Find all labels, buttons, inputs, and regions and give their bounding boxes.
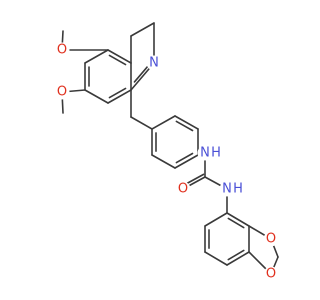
nitrogen-urea-left: N (197, 145, 213, 161)
hydrogen-urea-left: H (211, 146, 221, 161)
oxygen-dioxole-top: O (263, 231, 279, 247)
hydrogen-urea-right: H (233, 182, 243, 197)
bond-ph-5-second (175, 120, 194, 132)
bond-ar-4-second (108, 87, 127, 99)
oxygen-dioxole-bottom-text: O (266, 267, 276, 282)
bond-bd-3 (204, 251, 228, 266)
bond-ar-1 (84, 49, 109, 64)
bond-ph-2 (151, 154, 176, 169)
bond-bd-4-second (227, 249, 245, 261)
molecule-structure: O O N N O N O O H H (54, 22, 279, 282)
nitrogen-ring-backdrop (146, 55, 162, 71)
oxygen-dioxole-bottom-backdrop (263, 266, 279, 282)
oxygen-dioxole-top-text: O (266, 232, 276, 247)
oxygen-methoxy-top-text: O (57, 43, 67, 58)
nitrogen-urea-right-backdrop (219, 181, 235, 197)
bond-bd-1 (204, 212, 228, 227)
nitrogen-urea-right-text: N (222, 182, 232, 197)
oxygen-dioxole-top-backdrop (263, 231, 279, 247)
bond-bd-4 (226, 251, 250, 266)
bond-ph-5 (174, 115, 199, 130)
nitrogen-ring: N (146, 55, 162, 71)
oxygen-dioxole-bottom: O (263, 266, 279, 282)
bond-bd-6-second (227, 217, 245, 229)
bond-bd-6 (226, 212, 250, 227)
bond-ar-6 (107, 49, 132, 64)
oxygen-methoxy-bottom-text: O (57, 85, 67, 100)
bond-ch2-b (130, 116, 153, 130)
nitrogen-urea-left-text: N (200, 146, 210, 161)
oxygen-methoxy-bottom-backdrop (54, 84, 70, 100)
bond-ar-6-second (108, 54, 127, 66)
bond-ph-6 (151, 115, 176, 130)
nitrogen-ring-text: N (149, 56, 159, 71)
bond-layer (61, 22, 279, 275)
oxygen-methoxy-top: O (54, 42, 70, 58)
bond-ph-3-second (175, 152, 194, 164)
bond-ph-3 (174, 154, 199, 169)
nitrogen-urea-left-backdrop (197, 145, 213, 161)
oxygen-carbonyl: O (175, 181, 191, 197)
nitrogen-urea-right: N (219, 181, 235, 197)
bond-dh-2 (130, 22, 155, 37)
oxygen-carbonyl-backdrop (175, 181, 191, 197)
oxygen-carbonyl-text: O (178, 182, 188, 197)
oxygen-methoxy-top-backdrop (54, 42, 70, 58)
bond-ar-3 (84, 89, 109, 104)
oxygen-methoxy-bottom: O (54, 84, 70, 100)
bond-ar-4 (107, 89, 132, 104)
atom-label-layer: O O N N O N O O H H (54, 42, 279, 282)
